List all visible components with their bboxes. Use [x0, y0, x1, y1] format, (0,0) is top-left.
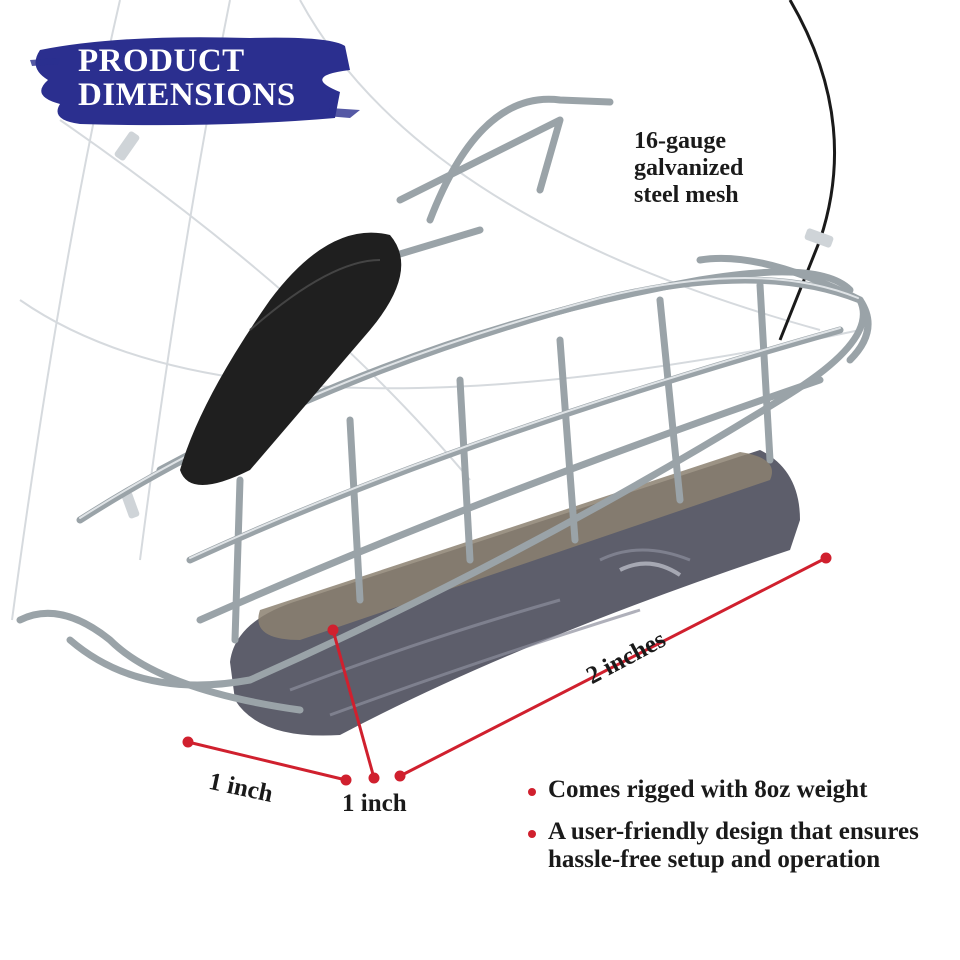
- feature-item: A user-friendly design that ensures hass…: [528, 818, 948, 874]
- crimp-sleeve-left: [121, 491, 140, 519]
- dimension-endpoint: [368, 772, 380, 784]
- wire-cage: [16, 95, 872, 714]
- dimension-endpoint: [182, 736, 194, 748]
- crimp-sleeve: [804, 228, 834, 248]
- rubber-band: [180, 232, 402, 485]
- material-callout: 16-gauge galvanized steel mesh: [634, 128, 743, 209]
- dimension-endpoint: [340, 774, 352, 786]
- feature-text: A user-friendly design that ensures hass…: [548, 818, 919, 873]
- dimension-endpoint: [327, 624, 339, 636]
- feature-text: Comes rigged with 8oz weight: [548, 776, 868, 803]
- dimension-line-length: [399, 556, 827, 778]
- material-callout-line-3: steel mesh: [634, 182, 739, 208]
- banner-title-line-2: DIMENSIONS: [78, 77, 296, 113]
- dimension-line-height: [331, 629, 376, 779]
- lead-weight: [230, 450, 800, 736]
- banner-brush: [30, 37, 360, 126]
- feature-list: Comes rigged with 8oz weight A user-frie…: [528, 776, 948, 888]
- dimension-endpoint: [394, 770, 406, 782]
- material-callout-line-2: galvanized: [634, 155, 744, 181]
- material-callout-line-1: 16-gauge: [634, 128, 726, 154]
- height-label: 1 inch: [342, 790, 407, 817]
- crimp-sleeve-top: [114, 131, 140, 161]
- dimension-endpoint: [820, 552, 832, 564]
- banner-title: PRODUCT DIMENSIONS: [78, 44, 296, 112]
- bullet-icon: [528, 788, 536, 796]
- rubber-band-edge: [249, 259, 381, 331]
- banner-title-line-1: PRODUCT: [78, 43, 245, 79]
- feature-item: Comes rigged with 8oz weight: [528, 776, 948, 804]
- dimension-line-width: [187, 740, 347, 782]
- black-tether: [778, 0, 837, 341]
- bullet-icon: [528, 830, 536, 838]
- dimension-lines: [182, 552, 832, 786]
